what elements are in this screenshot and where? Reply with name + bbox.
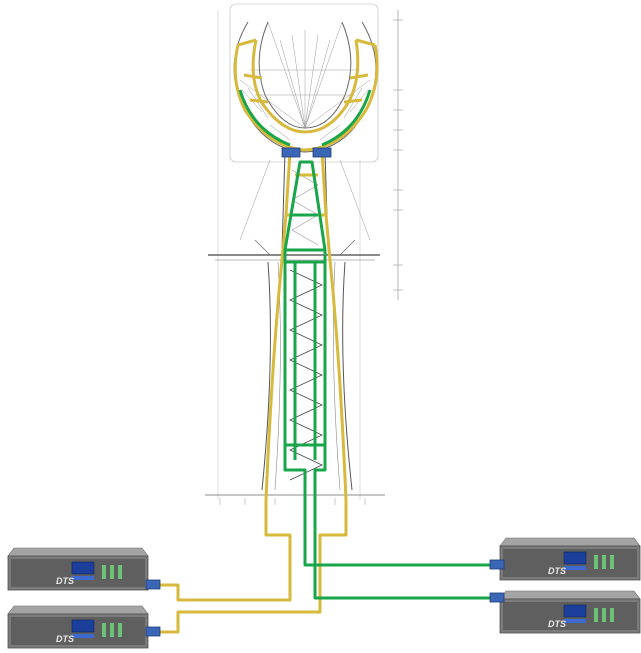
top-connector-right (312, 147, 332, 158)
unit-connector (489, 559, 505, 570)
green-fiber-route (238, 89, 492, 600)
dts-unit-right-bottom: DTS (489, 590, 641, 634)
yellow-fiber-route (152, 38, 379, 634)
dts-unit-label: DTS (56, 576, 74, 586)
unit-display (563, 604, 587, 618)
unit-display (71, 561, 95, 575)
dts-unit-label: DTS (56, 634, 74, 644)
dts-unit-right-top: DTS (489, 537, 641, 581)
unit-display (71, 619, 95, 633)
dts-unit-left-bottom: DTS (7, 605, 161, 649)
dts-unit-label: DTS (548, 566, 566, 576)
dts-unit-left-top: DTS (7, 547, 161, 591)
unit-connector (145, 626, 161, 637)
unit-display (563, 551, 587, 565)
unit-connector (145, 579, 161, 590)
dts-unit-label: DTS (548, 619, 566, 629)
unit-connector (489, 592, 505, 603)
top-connector-left (281, 147, 301, 158)
